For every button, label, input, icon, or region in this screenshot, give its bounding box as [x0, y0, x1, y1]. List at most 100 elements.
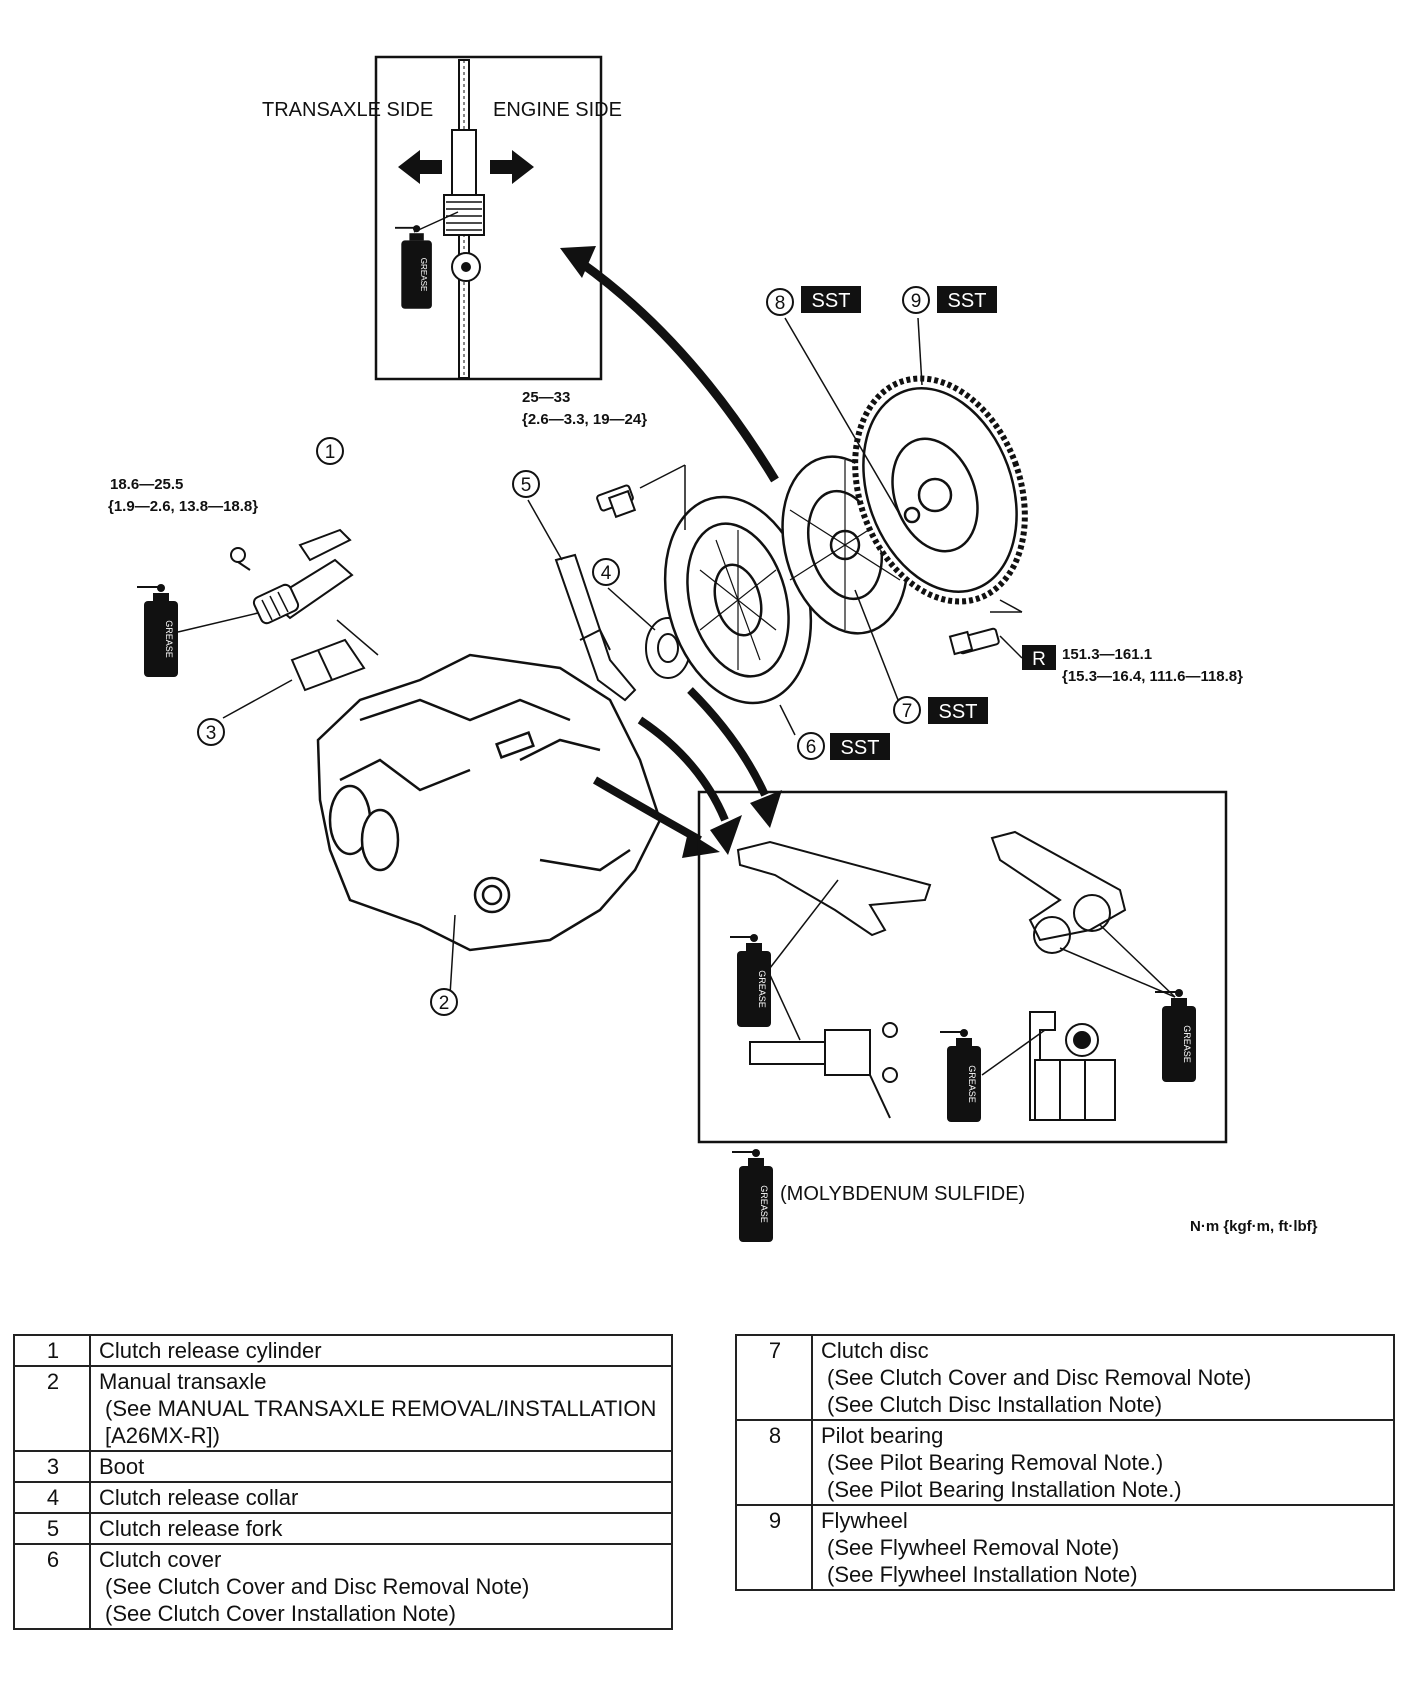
svg-text:R: R	[1032, 649, 1046, 670]
svg-text:5: 5	[521, 475, 532, 496]
part-number: 6	[13, 1543, 91, 1630]
grease-icon: GREASE	[939, 1028, 982, 1123]
part-description: Pilot bearing(See Pilot Bearing Removal …	[811, 1419, 1395, 1506]
part-note: (See MANUAL TRANSAXLE REMOVAL/INSTALLATI…	[105, 1396, 657, 1448]
grease-icon: GREASE	[729, 933, 772, 1028]
svg-text:SST: SST	[812, 290, 851, 312]
grease-label: GREASE	[164, 620, 174, 658]
part-name: Manual transaxle	[99, 1369, 267, 1394]
part-description: Clutch release fork	[89, 1512, 673, 1545]
table-row: 3 Boot	[13, 1450, 673, 1483]
svg-text:4: 4	[601, 563, 612, 584]
callout-9: 9	[902, 286, 930, 314]
part-note: (See Clutch Disc Installation Note)	[827, 1392, 1163, 1417]
grease-label: GREASE	[419, 258, 428, 292]
part-note: (See Flywheel Installation Note)	[827, 1562, 1138, 1587]
torque-flywheel-2: {15.3—16.4, 111.6—118.8}	[1062, 668, 1243, 685]
callout-1: 1	[316, 437, 344, 465]
torque-cover-1: 25—33	[522, 389, 570, 406]
part-name: Flywheel	[821, 1508, 908, 1533]
svg-text:9: 9	[911, 291, 922, 312]
part-note: (See Flywheel Removal Note)	[827, 1535, 1120, 1560]
transaxle-side-label: TRANSAXLE SIDE	[262, 99, 433, 121]
grease-legend-label: (MOLYBDENUM SULFIDE)	[780, 1183, 1025, 1205]
arrow-left-icon	[398, 150, 442, 184]
part-description: Clutch release collar	[89, 1481, 673, 1514]
sst-badge: SST	[830, 733, 890, 760]
torque-cylinder-1: 18.6—25.5	[110, 476, 183, 493]
torque-flywheel-1: 151.3—161.1	[1062, 646, 1152, 663]
callout-7: 7	[893, 696, 921, 724]
clutch-release-fork-drawing	[554, 553, 637, 702]
part-number: 7	[735, 1334, 813, 1421]
grease-icon: GREASE	[731, 1148, 774, 1243]
table-row: 4 Clutch release collar	[13, 1481, 673, 1514]
part-description: Boot	[89, 1450, 673, 1483]
part-name: Clutch cover	[99, 1547, 222, 1572]
table-row: 1 Clutch release cylinder	[13, 1334, 673, 1367]
r-badge: R	[1022, 645, 1056, 670]
part-description: Manual transaxle(See MANUAL TRANSAXLE RE…	[89, 1365, 673, 1452]
part-description: Flywheel(See Flywheel Removal Note)(See …	[811, 1504, 1395, 1591]
inset-shaft-panel: GREASE	[374, 55, 603, 381]
callout-3: 3	[197, 718, 225, 746]
torque-cylinder-2: {1.9—2.6, 13.8—18.8}	[108, 498, 258, 515]
manual-transaxle-drawing	[316, 653, 662, 952]
part-note: (See Pilot Bearing Removal Note.)	[827, 1450, 1164, 1475]
part-note: (See Clutch Cover and Disc Removal Note)	[827, 1365, 1252, 1390]
sst-badge: SST	[937, 286, 997, 313]
part-number: 1	[13, 1334, 91, 1367]
part-note: (See Clutch Cover Installation Note)	[105, 1601, 456, 1626]
grease-label: GREASE	[757, 970, 767, 1008]
bolt-icon	[948, 627, 1000, 656]
part-number: 2	[13, 1365, 91, 1452]
part-note: (See Clutch Cover and Disc Removal Note)	[105, 1574, 530, 1599]
callout-5: 5	[512, 470, 540, 498]
grease-icon: GREASE	[394, 224, 433, 310]
inset-grease-points-panel: GREASE GREASE GREASE	[697, 790, 1228, 1144]
grease-label: GREASE	[967, 1065, 977, 1103]
bolt-icon	[596, 484, 637, 519]
part-name: Clutch release collar	[99, 1485, 299, 1510]
sst-badge: SST	[801, 286, 861, 313]
svg-text:SST: SST	[948, 290, 987, 312]
torque-cover-2: {2.6—3.3, 19—24}	[522, 411, 647, 428]
part-number: 3	[13, 1450, 91, 1483]
part-name: Boot	[99, 1454, 145, 1479]
part-description: Clutch cover(See Clutch Cover and Disc R…	[89, 1543, 673, 1630]
clutch-exploded-diagram: GREASE TRANSAXLE SIDE ENGINE SIDE 18.6—2…	[108, 55, 1318, 1243]
svg-text:2: 2	[439, 993, 450, 1014]
part-description: Clutch disc(See Clutch Cover and Disc Re…	[811, 1334, 1395, 1421]
callout-8: 8	[766, 288, 794, 316]
flywheel-drawing	[852, 375, 1028, 605]
part-name: Clutch release fork	[99, 1516, 283, 1541]
svg-text:SST: SST	[841, 737, 880, 759]
part-number: 4	[13, 1481, 91, 1514]
svg-text:6: 6	[806, 737, 817, 758]
grease-icon: GREASE	[1154, 988, 1197, 1083]
part-number: 8	[735, 1419, 813, 1506]
sst-badge: SST	[928, 697, 988, 724]
grease-label: GREASE	[759, 1185, 769, 1223]
clutch-release-cylinder-drawing	[230, 528, 354, 625]
part-note: (See Pilot Bearing Installation Note.)	[827, 1477, 1182, 1502]
part-number: 9	[735, 1504, 813, 1591]
clutch-cover-drawing	[663, 495, 813, 705]
boot-drawing	[290, 638, 366, 692]
engine-side-label: ENGINE SIDE	[493, 99, 622, 121]
svg-text:8: 8	[775, 293, 786, 314]
part-name: Clutch release cylinder	[99, 1338, 322, 1363]
part-name: Clutch disc	[821, 1338, 929, 1363]
grease-icon: GREASE	[136, 583, 179, 678]
svg-text:SST: SST	[939, 701, 978, 723]
callout-6: 6	[797, 732, 825, 760]
arrow-right-icon	[490, 150, 534, 184]
callout-4: 4	[592, 558, 620, 586]
svg-text:3: 3	[206, 723, 217, 744]
